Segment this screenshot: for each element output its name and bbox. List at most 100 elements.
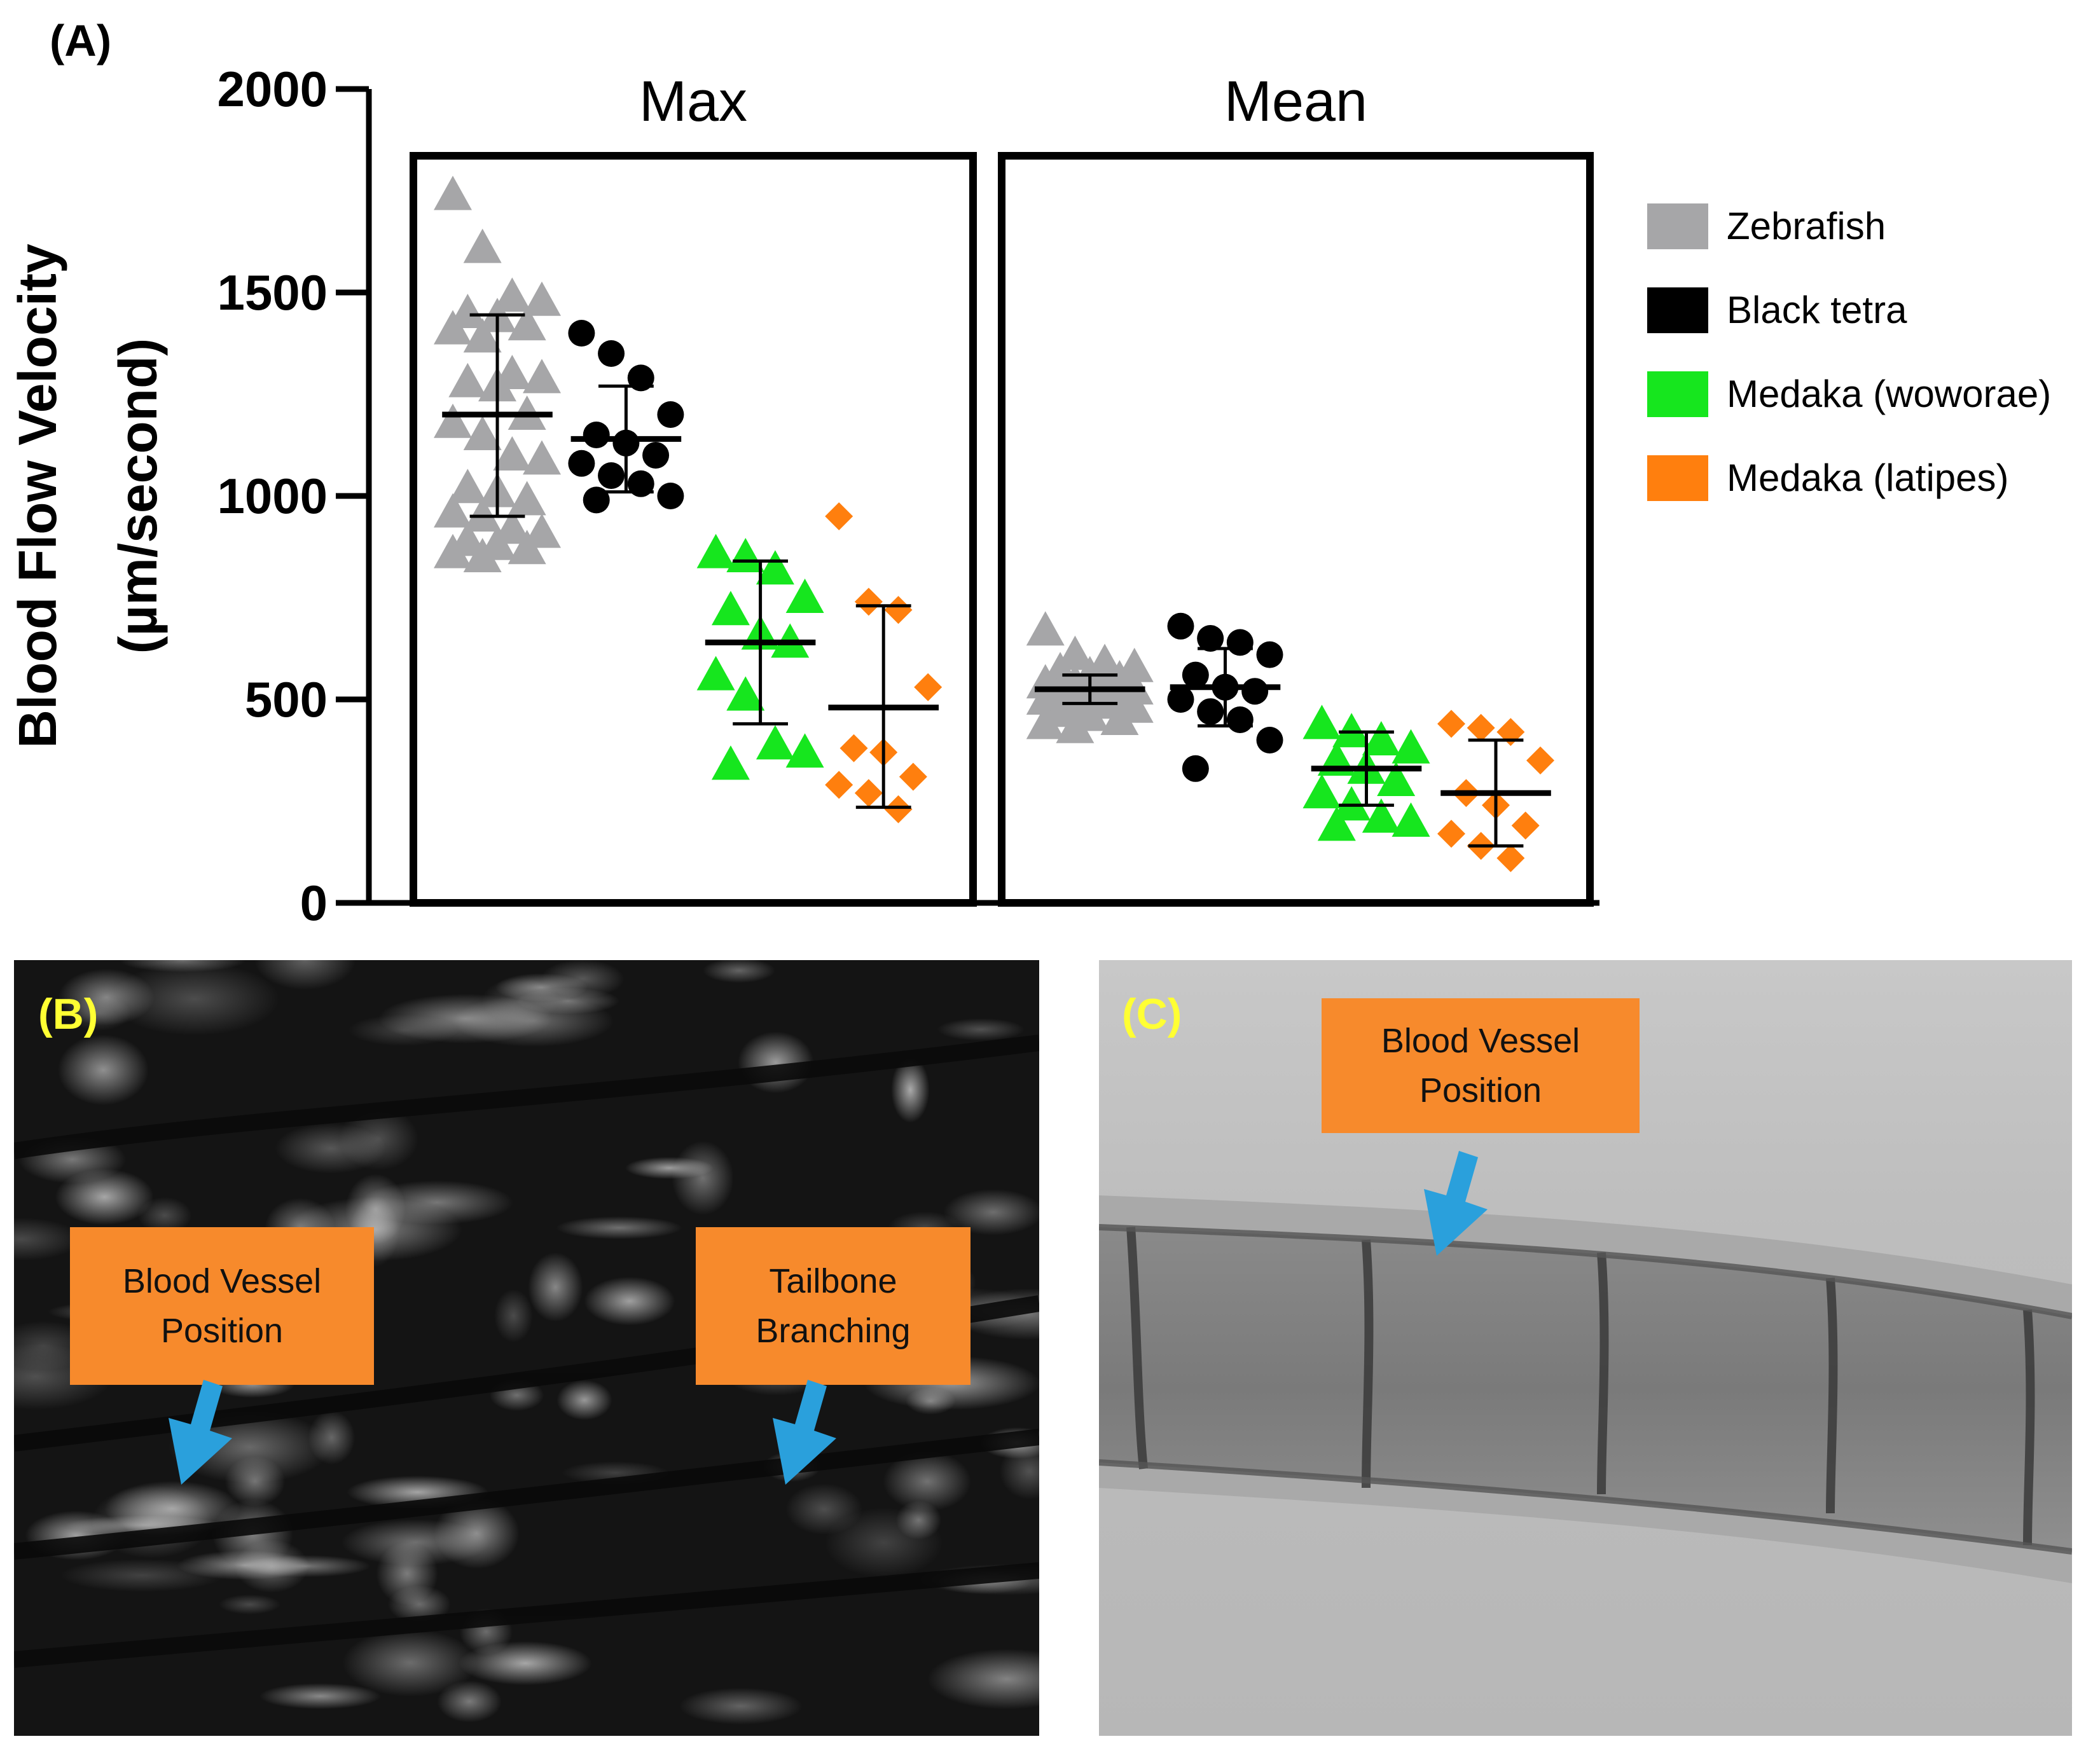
data-point — [696, 656, 735, 691]
texture-blob — [943, 1189, 1039, 1235]
data-point — [598, 462, 625, 489]
data-point — [434, 493, 472, 528]
data-point — [523, 359, 561, 394]
data-point — [1377, 762, 1416, 796]
data-point — [523, 440, 561, 475]
data-point — [1437, 820, 1465, 848]
data-point — [756, 725, 794, 760]
y-tick-label: 1500 — [217, 265, 328, 320]
data-point — [523, 281, 561, 316]
texture-blob — [494, 1289, 533, 1343]
data-point — [1197, 698, 1224, 725]
data-point — [657, 483, 684, 509]
data-point — [434, 175, 472, 210]
group-frame — [998, 152, 1594, 907]
data-point — [1302, 705, 1341, 739]
data-point — [1332, 786, 1371, 821]
callout-b-right-line1: Tailbone — [769, 1262, 897, 1300]
data-point — [1437, 710, 1465, 738]
data-point — [1167, 612, 1194, 640]
arrow-down-icon — [1424, 1151, 1488, 1256]
texture-blob — [625, 1157, 714, 1179]
texture-blob — [516, 987, 619, 1015]
data-point — [493, 436, 532, 471]
data-point — [711, 591, 750, 626]
legend-label: Medaka (latipes) — [1727, 457, 2009, 499]
data-point — [448, 362, 487, 397]
panel-c-label: (C) — [1122, 990, 1182, 1038]
texture-blob — [556, 1380, 612, 1420]
data-point — [434, 533, 472, 568]
data-point — [657, 401, 684, 428]
texture-blob — [218, 1594, 281, 1614]
texture-blob — [348, 1014, 459, 1047]
legend-swatch — [1647, 203, 1708, 249]
data-point — [726, 676, 765, 711]
texture-blob — [891, 1057, 930, 1123]
data-point — [493, 277, 532, 312]
group-max: Max — [410, 70, 977, 907]
texture-blob — [275, 1123, 387, 1174]
data-point — [785, 733, 824, 768]
panel-b-label: (B) — [38, 990, 99, 1038]
legend-label: Medaka (woworae) — [1727, 373, 2051, 415]
series-0 — [1026, 611, 1154, 743]
data-point — [825, 502, 853, 530]
texture-blob — [120, 960, 245, 972]
texture-blob — [679, 1688, 803, 1725]
data-point — [1197, 625, 1224, 652]
data-point — [1056, 708, 1095, 743]
data-point — [1026, 611, 1065, 646]
legend-label: Black tetra — [1727, 289, 1907, 331]
data-point — [508, 306, 546, 341]
y-axis-label-line1: Blood Flow Velocity — [8, 244, 67, 748]
texture-blob — [703, 960, 776, 983]
micrograph-medaka: (C) Blood Vessel Position — [1099, 960, 2072, 1736]
data-point — [1317, 806, 1356, 841]
data-point — [1302, 774, 1341, 809]
data-point — [434, 403, 472, 438]
y-tick-label: 2000 — [217, 61, 328, 117]
texture-blob — [259, 1683, 382, 1710]
texture-blob — [437, 1681, 502, 1722]
data-point — [583, 422, 610, 448]
data-point — [1511, 811, 1540, 840]
data-point — [568, 320, 595, 347]
data-point — [1226, 706, 1254, 733]
data-point — [463, 228, 502, 263]
series-3 — [825, 502, 943, 823]
texture-blob — [57, 1035, 149, 1106]
callout-b-left-line2: Position — [160, 1312, 284, 1350]
series-2 — [1302, 705, 1430, 841]
data-point — [785, 579, 824, 613]
y-tick-label: 500 — [245, 671, 328, 727]
callout-tailbone-branching: Tailbone Branching — [696, 1227, 971, 1385]
data-point — [1496, 844, 1525, 872]
texture-blob — [824, 1508, 943, 1578]
texture-blob — [137, 1197, 192, 1234]
data-point — [448, 469, 487, 504]
data-point — [1182, 661, 1209, 689]
data-point — [493, 509, 532, 544]
data-point — [508, 530, 546, 565]
texture-blob — [556, 1216, 682, 1240]
texture-blob — [177, 1550, 312, 1580]
texture-blob — [14, 1218, 81, 1261]
legend-swatch — [1647, 455, 1708, 501]
data-point — [1100, 701, 1139, 735]
data-point — [1182, 755, 1209, 782]
legend-swatch — [1647, 371, 1708, 417]
texture-blob — [883, 1451, 972, 1512]
legend-swatch — [1647, 287, 1708, 333]
callout-b-left-line1: Blood Vessel — [122, 1262, 322, 1300]
data-point — [696, 533, 735, 568]
data-point — [642, 442, 670, 469]
texture-blob — [528, 1252, 583, 1322]
data-point — [523, 513, 561, 548]
data-point — [711, 745, 750, 780]
data-point — [1241, 678, 1269, 705]
data-point — [448, 294, 487, 328]
data-point — [756, 550, 794, 585]
